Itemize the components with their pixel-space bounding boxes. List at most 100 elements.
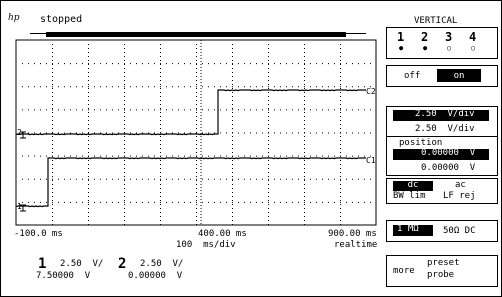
preset-option[interactable]: preset (427, 258, 460, 268)
channel-select-softkey[interactable]: 1 2 3 4 ● ● ○ ○ (386, 27, 498, 59)
more-option[interactable]: more (393, 266, 415, 276)
trace-label-c2: C2 (366, 87, 376, 96)
grid-dot (100, 86, 101, 88)
grid-dot (58, 63, 59, 65)
grid-dot (304, 92, 305, 93)
impedance-1meg-option[interactable]: 1 MΩ (393, 225, 433, 236)
channel-4-label[interactable]: 4 (469, 30, 477, 44)
grid-dot (304, 216, 305, 217)
more-preset-probe-softkey[interactable]: more preset probe (386, 255, 498, 287)
position-softkey[interactable]: position 0.00000 V 0.00000 V (386, 136, 498, 176)
grid-dot (268, 48, 269, 49)
grid-dot (304, 80, 305, 81)
grid-dot (370, 201, 371, 203)
grid-dot (22, 201, 23, 203)
grid-dot (196, 184, 197, 185)
grid-dot (88, 80, 89, 81)
grid-dot (88, 224, 89, 225)
grid-dot (46, 132, 47, 134)
grid-dot (328, 63, 329, 65)
ch2-offset-readout: 0.00000 V (128, 271, 183, 281)
grid-dot (268, 56, 269, 57)
display-off-option[interactable]: off (404, 71, 421, 81)
grid-dot (160, 140, 161, 141)
impedance-softkey[interactable]: 1 MΩ 50Ω DC (386, 220, 498, 242)
grid-dot (232, 96, 233, 97)
grid-dot (124, 56, 125, 57)
grid-dot (232, 200, 233, 201)
grid-dot (340, 68, 341, 69)
coupling-dc-option[interactable]: dc (393, 181, 433, 191)
grid-dot (244, 63, 245, 65)
grid-dot (64, 155, 65, 157)
channel-3-label[interactable]: 3 (445, 30, 453, 44)
grid-dot (88, 104, 89, 105)
grid-dot (232, 164, 233, 165)
grid-dot (88, 201, 89, 203)
grid-dot (232, 86, 233, 88)
grid-dot (88, 208, 89, 209)
grid-dot (340, 56, 341, 57)
grid-dot (148, 86, 149, 88)
grid-dot (88, 68, 89, 69)
grid-dot (124, 196, 125, 197)
coupling-ac-option[interactable]: ac (455, 180, 466, 190)
grid-dot (160, 164, 161, 165)
grid-dot (40, 155, 41, 157)
impedance-50-option[interactable]: 50Ω DC (443, 226, 476, 236)
grid-dot (316, 178, 317, 180)
grid-dot (352, 86, 353, 88)
acquisition-status: stopped (40, 14, 83, 25)
bw-limit-option[interactable]: BW lim (393, 191, 426, 201)
grid-dot (160, 168, 161, 169)
grid-dot (118, 86, 119, 88)
grid-dot (94, 63, 95, 65)
grid-dot (88, 112, 89, 113)
grid-dot (130, 86, 131, 88)
grid-dot (124, 148, 125, 149)
probe-option[interactable]: probe (427, 270, 455, 280)
grid-dot (172, 178, 173, 180)
grid-dot (304, 180, 305, 181)
grid-dot (268, 192, 269, 193)
display-on-option[interactable]: on (437, 69, 481, 82)
lf-reject-option[interactable]: LF rej (443, 191, 476, 201)
grid-dot (304, 152, 305, 153)
grid-dot (346, 86, 347, 88)
grid-dot (232, 144, 233, 145)
display-toggle-softkey[interactable]: off on (386, 65, 498, 87)
grid-dot (46, 178, 47, 180)
grid-dot (226, 132, 227, 134)
grid-dot (268, 200, 269, 201)
grid-dot (184, 63, 185, 65)
grid-dot (142, 155, 143, 157)
grid-dot (304, 48, 305, 49)
grid-dot (244, 178, 245, 180)
grid-dot (160, 76, 161, 77)
grid-dot (130, 201, 131, 203)
position-entry-field[interactable]: 0.00000 V (393, 149, 489, 160)
grid-dot (124, 200, 125, 201)
grid-dot (304, 68, 305, 69)
grid-dot (196, 212, 197, 213)
grid-dot (232, 168, 233, 169)
grid-dot (280, 132, 281, 134)
channel-1-label[interactable]: 1 (397, 30, 405, 44)
grid-dot (370, 86, 371, 88)
grid-dot (268, 216, 269, 217)
vdiv-entry-field[interactable]: 2.50 V/div (393, 110, 489, 121)
grid-dot (238, 155, 239, 157)
vdiv-softkey[interactable]: 2.50 V/div 2.50 V/div (386, 106, 498, 138)
grid-dot (226, 63, 227, 65)
grid-dot (244, 86, 245, 88)
grid-dot (280, 86, 281, 88)
grid-dot (88, 172, 89, 173)
coupling-softkey[interactable]: dc ac BW lim LF rej (386, 178, 498, 204)
grid-dot (160, 148, 161, 149)
grid-dot (124, 204, 125, 205)
grid-dot (94, 201, 95, 203)
grid-dot (232, 178, 233, 180)
grid-dot (340, 192, 341, 193)
grid-dot (88, 212, 89, 213)
channel-2-label[interactable]: 2 (421, 30, 429, 44)
